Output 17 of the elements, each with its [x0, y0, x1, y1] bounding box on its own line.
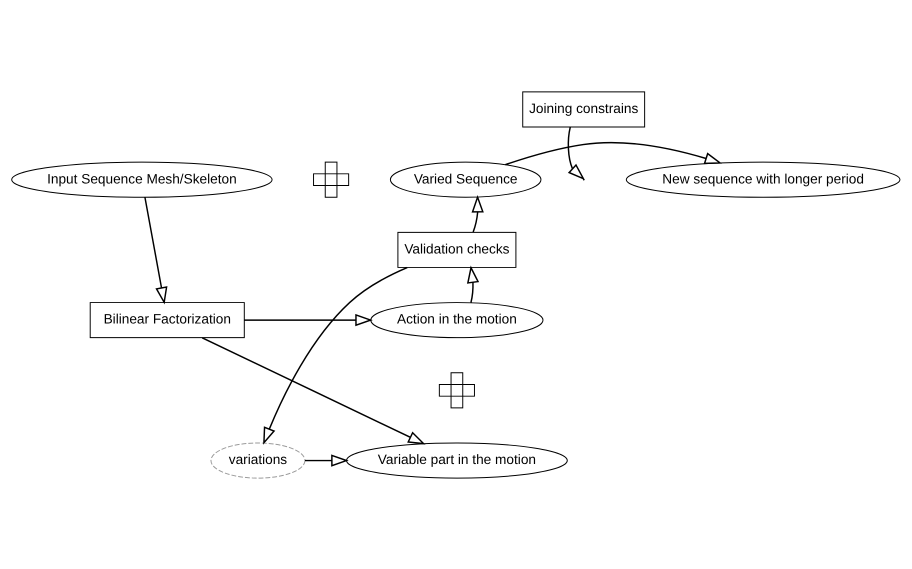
node-ellipse: Variable part in the motion: [346, 442, 568, 478]
arrow: [202, 336, 426, 444]
node-ellipse: Varied Sequence: [390, 161, 542, 198]
arrow: [472, 194, 484, 232]
arrow: [244, 313, 373, 326]
arrow: [505, 141, 722, 165]
arrow: [144, 196, 168, 304]
node-ellipse: Action in the motion: [370, 302, 544, 338]
node-box: Validation checks: [397, 231, 516, 268]
arrow: [263, 266, 408, 444]
node-ellipse: Input Sequence Mesh/Skeleton: [11, 161, 273, 198]
arrow: [304, 454, 349, 466]
arrow: [466, 265, 480, 302]
node-ellipse: New sequence with longer period: [626, 161, 900, 198]
node-box: Joining constrains: [522, 90, 646, 127]
node-ellipse: variations: [210, 442, 306, 478]
node-box: Bilinear Factorization: [90, 302, 245, 338]
